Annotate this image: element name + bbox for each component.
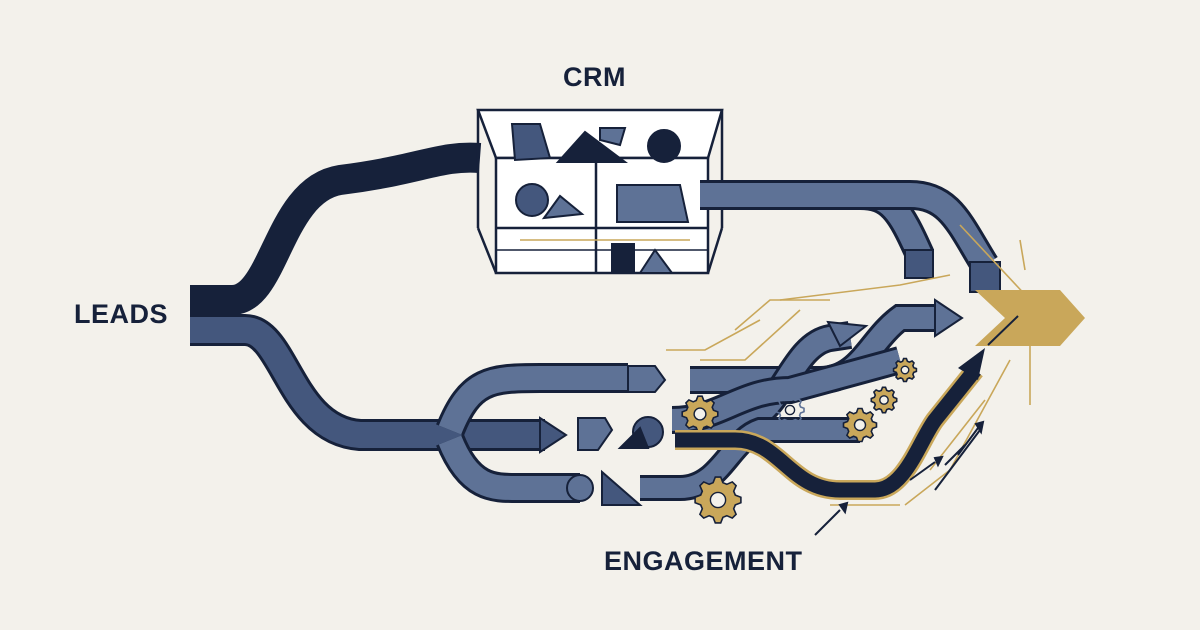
gear-icon [775, 395, 805, 425]
engagement-main-arrowhead [958, 348, 985, 380]
leads-label: LEADS [74, 299, 169, 329]
gear-icon [681, 395, 719, 433]
leads-to-crm-path [190, 142, 482, 315]
crm-label: CRM [563, 62, 626, 92]
gear-icon [842, 407, 878, 443]
trend-arrows [814, 315, 1019, 536]
target-arrow-icon [975, 290, 1085, 346]
crm-contents [510, 123, 690, 274]
gear-icon [694, 476, 742, 524]
engagement-label: ENGAGEMENT [604, 546, 803, 576]
gears-group [681, 357, 918, 524]
gear-icon [892, 357, 918, 383]
engagement-shapes [577, 365, 667, 506]
gear-icon [870, 386, 898, 414]
engagement-entry-arrow [539, 416, 568, 454]
